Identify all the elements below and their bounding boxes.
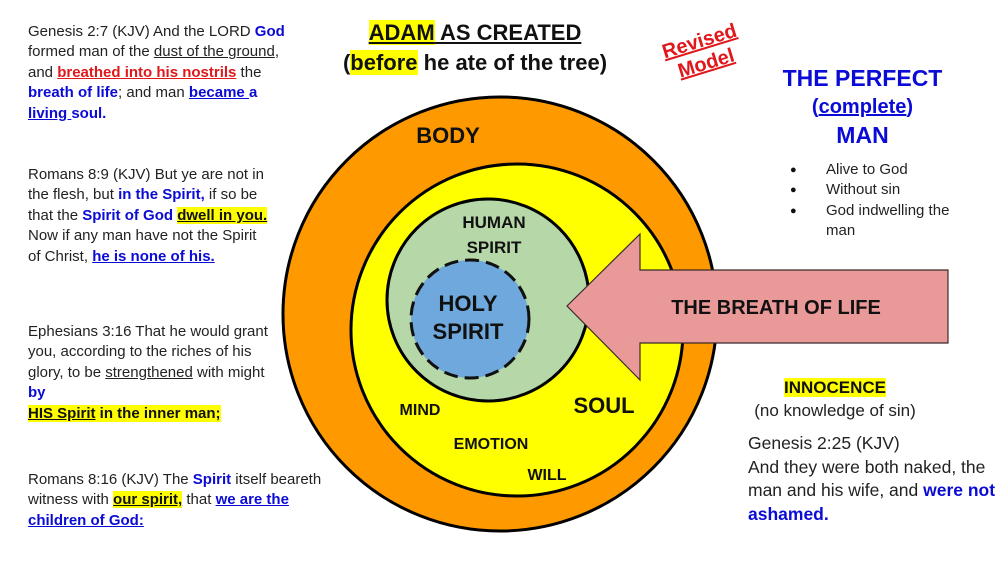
- text: Romans 8:9 (KJV) But ye are not in the f…: [28, 166, 264, 204]
- verse-romans-8-16: Romans 8:16 (KJV) The Spirit itself bear…: [28, 470, 338, 531]
- text: if so be that the: [28, 186, 258, 224]
- perfect-man-heading: THE PERFECT (complete) MAN: [760, 64, 965, 150]
- verse-genesis-2-7: Genesis 2:7 (KJV) And the LORD God forme…: [28, 22, 298, 124]
- complete-word: complete: [818, 96, 907, 118]
- holy-spirit-circle: [409, 258, 531, 380]
- will-label: WILL: [527, 467, 566, 484]
- perfect-line-1: THE PERFECT: [782, 65, 943, 91]
- mind-label: MIND: [400, 402, 441, 419]
- holy-spirit-label-1: HOLY: [438, 291, 497, 316]
- text: that: [182, 491, 216, 509]
- emph-became: became: [188, 84, 249, 102]
- soul-label: SOUL: [573, 393, 634, 418]
- text: , and: [28, 43, 280, 81]
- text: the: [236, 63, 262, 81]
- text: Genesis 2:7 (KJV) And the LORD: [28, 23, 255, 40]
- text: with might: [192, 363, 265, 381]
- arrow-label: THE BREATH OF LIFE: [671, 297, 881, 319]
- text: itself beareth witness with: [28, 471, 322, 509]
- trait-item: Without sin: [790, 180, 960, 201]
- innocence-block: INNOCENCE (no knowledge of sin): [740, 376, 930, 422]
- human-spirit-label-2: SPIRIT: [467, 238, 522, 257]
- emph-a: a: [248, 84, 258, 102]
- breath-of-life-arrow: [566, 232, 949, 382]
- emph-breathed: breathed into his nostrils: [57, 63, 237, 81]
- holy-spirit-label-2: SPIRIT: [433, 319, 504, 344]
- perfect-man-traits: Alive to God Without sin God indwelling …: [790, 160, 960, 242]
- title-as-created: AS CREATED: [434, 20, 582, 45]
- text: ; and man: [118, 84, 189, 102]
- verse-romans-8-9: Romans 8:9 (KJV) But ye are not in the f…: [28, 165, 268, 267]
- verse-genesis-2-25: Genesis 2:25 (KJV) And they were both na…: [748, 432, 998, 526]
- title-adam: ADAM: [368, 20, 435, 45]
- emotion-label: EMOTION: [454, 436, 529, 453]
- paren: (: [811, 96, 819, 118]
- emph-his-spirit: HIS Spirit: [28, 404, 96, 422]
- emph-breath-of-life: breath of life: [28, 84, 119, 102]
- emph-children-of-god: we are the children of God:: [28, 491, 289, 529]
- emph-soul: soul.: [71, 104, 107, 122]
- emph-inner-man: in the inner man;: [95, 404, 221, 422]
- text: Ephesians 3:16 That he would grant you, …: [28, 323, 268, 381]
- emph-living: living: [28, 104, 72, 122]
- innocence-title: INNOCENCE: [783, 378, 886, 397]
- emph-spirit: Spirit: [192, 471, 232, 488]
- text: Romans 8:16 (KJV) The: [28, 471, 193, 488]
- emph-our-spirit: our spirit,: [113, 491, 183, 509]
- emph-in-spirit: in the Spirit,: [118, 186, 205, 204]
- innocence-subtitle: (no knowledge of sin): [754, 401, 916, 420]
- verse-text: And they were both naked, the man and hi…: [748, 456, 986, 501]
- title-paren: (: [342, 50, 351, 75]
- emph-spirit-of-god: Spirit of God: [82, 206, 178, 224]
- title-line-2: (before he ate of the tree): [300, 48, 650, 78]
- emph-dwell-in-you: dwell in you.: [177, 206, 268, 224]
- text: Now if any man have not the Spirit of Ch…: [28, 227, 257, 265]
- perfect-line-2: (complete): [760, 93, 965, 121]
- trait-item: God indwelling the man: [790, 201, 960, 242]
- title-before: before: [350, 50, 418, 75]
- page-title: ADAM AS CREATED (before he ate of the tr…: [300, 18, 650, 78]
- title-line-1: ADAM AS CREATED: [300, 18, 650, 48]
- human-spirit-label-1: HUMAN: [462, 213, 525, 232]
- emph-by: by: [28, 384, 46, 402]
- emph-not-ashamed: were not ashamed.: [748, 480, 996, 524]
- trait-item: Alive to God: [790, 160, 960, 181]
- title-rest: he ate of the tree): [417, 50, 608, 75]
- text: formed man of the: [28, 43, 154, 61]
- verse-ephesians-3-16: Ephesians 3:16 That he would grant you, …: [28, 322, 268, 424]
- body-label: BODY: [416, 123, 480, 148]
- emph-dust: dust of the ground: [153, 43, 275, 61]
- emph-none-of-his: he is none of his.: [92, 247, 215, 265]
- perfect-line-3: MAN: [836, 122, 889, 148]
- emph-strengthened: strengthened: [105, 363, 193, 381]
- emph-god: God: [254, 23, 285, 40]
- verse-ref: Genesis 2:25 (KJV): [748, 433, 900, 453]
- paren: ): [906, 96, 914, 118]
